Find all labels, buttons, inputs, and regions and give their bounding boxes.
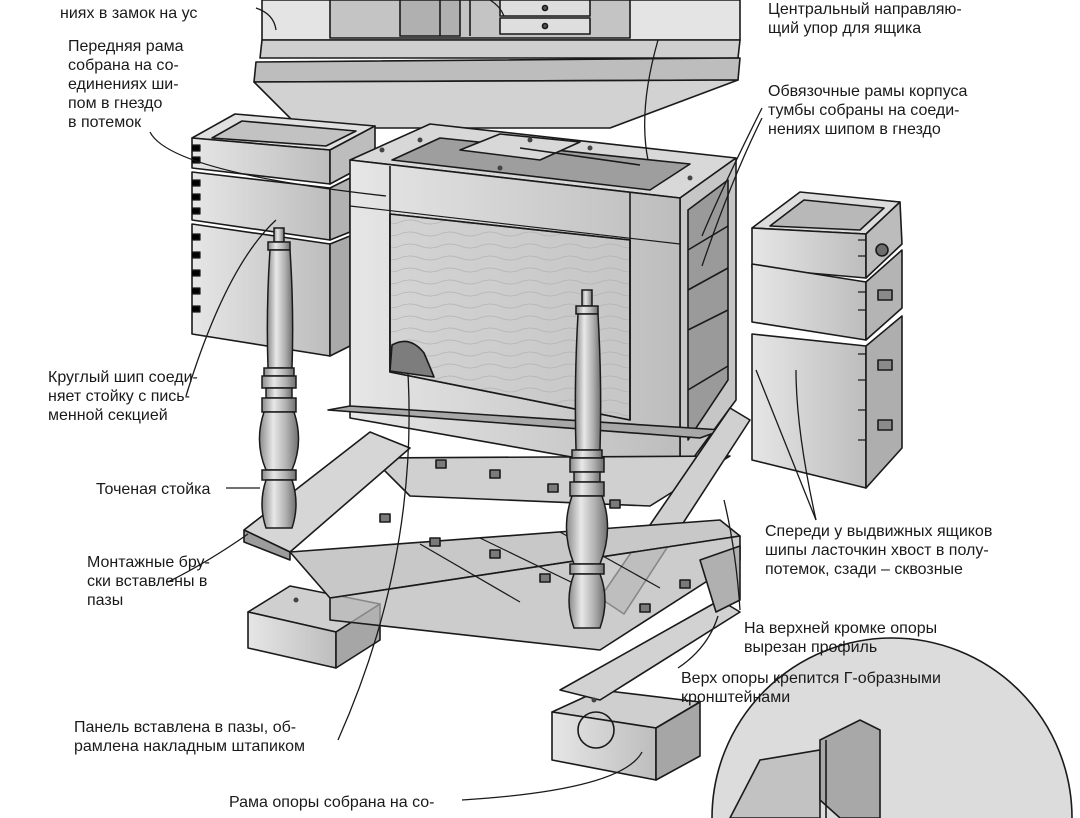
- left-drawer-stack: [191, 113, 376, 357]
- turned-leg-right: [565, 289, 609, 629]
- label-round-tenon: Круглый шип соеди- няет стойку с пись- м…: [48, 369, 198, 424]
- label-panel: Панель вставлена в пазы, об- рамлена нак…: [74, 719, 306, 755]
- turned-leg-left: [258, 227, 300, 529]
- label-top-left-cut: ниях в замок на ус: [60, 5, 198, 22]
- label-center-stop: Центральный направляю- щий упор для ящик…: [768, 1, 962, 37]
- joint-detail-inset: [577, 637, 1073, 818]
- label-base-frame-cut: Рама опоры собрана на со-: [229, 794, 435, 811]
- label-top-edge-profile: На верхней кромке опоры вырезан профиль: [744, 620, 938, 656]
- leader-lines: [149, 0, 817, 801]
- label-dovetails: Спереди у выдвижных ящиков шипы ласточки…: [765, 523, 993, 578]
- label-mounting-bars: Монтажные бру- ски вставлены в пазы: [87, 554, 210, 609]
- base-frame: [243, 405, 751, 781]
- right-drawer-stack: [751, 191, 903, 489]
- label-l-brackets: Верх опоры крепится Г-образными кронштей…: [681, 670, 941, 706]
- label-turned-post: Точеная стойка: [96, 481, 211, 498]
- label-front-frame: Передняя рама собрана на со- единениях ш…: [68, 38, 184, 131]
- label-case-frames: Обвязочные рамы корпуса тумбы собраны на…: [768, 83, 968, 138]
- writing-section: [253, 0, 741, 129]
